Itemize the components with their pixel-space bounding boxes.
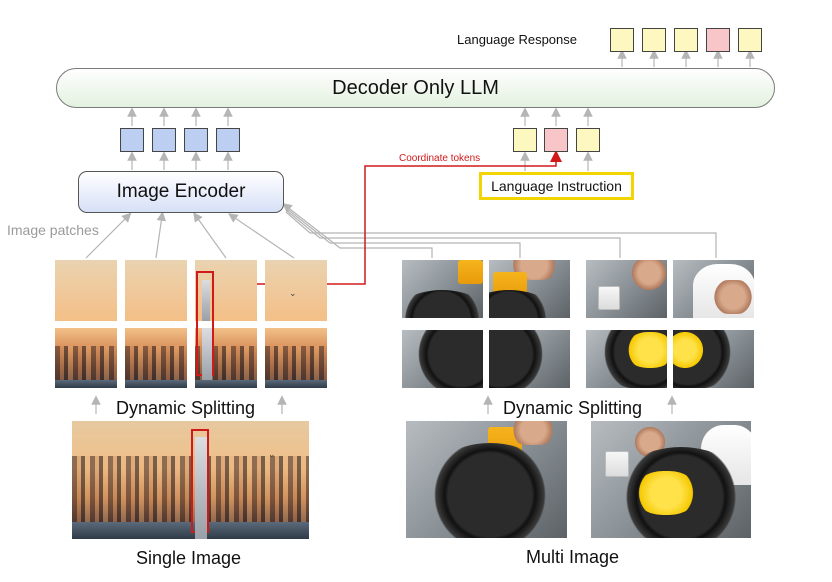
llm-label: Decoder Only LLM — [332, 76, 499, 99]
image-encoder-label: Image Encoder — [116, 181, 246, 202]
patch-sky-1 — [55, 260, 117, 321]
multi-image-frame-1 — [406, 421, 567, 538]
image-token — [216, 128, 240, 152]
language-instruction-box: Language Instruction — [479, 172, 634, 200]
single-image-label: Single Image — [136, 548, 242, 568]
response-token — [674, 28, 698, 52]
response-token — [610, 28, 634, 52]
frame2-patch-tl — [586, 260, 667, 318]
image-token — [120, 128, 144, 152]
instruction-token-arrows — [520, 107, 593, 171]
patch-arrows-right — [282, 203, 717, 258]
decoder-only-llm-box: Decoder Only LLM — [56, 68, 775, 108]
response-token — [738, 28, 762, 52]
response-token — [642, 28, 666, 52]
frame1-patch-tr — [489, 260, 570, 318]
frame2-patch-br — [673, 330, 754, 388]
response-arrows — [617, 49, 755, 67]
frame2-patch-bl — [586, 330, 667, 388]
multi-image-frame-2 — [591, 421, 751, 538]
language-response-label: Language Response — [457, 32, 577, 47]
image-encoder-box: Image Encoder — [78, 171, 284, 213]
bird-icon: ⌄ — [268, 449, 276, 459]
frame1-patch-tl — [402, 260, 483, 318]
instruction-token — [513, 128, 537, 152]
coordinate-token — [544, 128, 568, 152]
patch-city-3 — [195, 328, 257, 388]
patch-city-1 — [55, 328, 117, 388]
image-token — [152, 128, 176, 152]
dynamic-splitting-right-label: Dynamic Splitting — [503, 398, 643, 418]
patch-sky-2 — [125, 260, 187, 321]
bird-icon: ⌄ — [289, 288, 297, 298]
patch-arrows-left — [85, 211, 295, 259]
frame1-patch-bl — [402, 330, 483, 388]
frame1-patch-br — [489, 330, 570, 388]
frame2-patch-tr — [673, 260, 754, 318]
single-image-photo: ⌄ — [72, 421, 309, 539]
split-arrows — [91, 395, 677, 414]
patch-city-4 — [265, 328, 327, 388]
instruction-token — [576, 128, 600, 152]
response-coordinate-token — [706, 28, 730, 52]
image-token-arrows — [127, 107, 233, 170]
multi-image-label: Multi Image — [526, 547, 620, 567]
image-token — [184, 128, 208, 152]
image-patches-label: Image patches — [7, 222, 99, 238]
patch-sky-4: ⌄ — [265, 260, 327, 321]
coordinate-tokens-label: Coordinate tokens — [399, 153, 481, 164]
dynamic-splitting-left-label: Dynamic Splitting — [116, 398, 256, 418]
language-instruction-label: Language Instruction — [491, 178, 622, 194]
patch-city-2 — [125, 328, 187, 388]
patch-sky-3 — [195, 260, 257, 321]
